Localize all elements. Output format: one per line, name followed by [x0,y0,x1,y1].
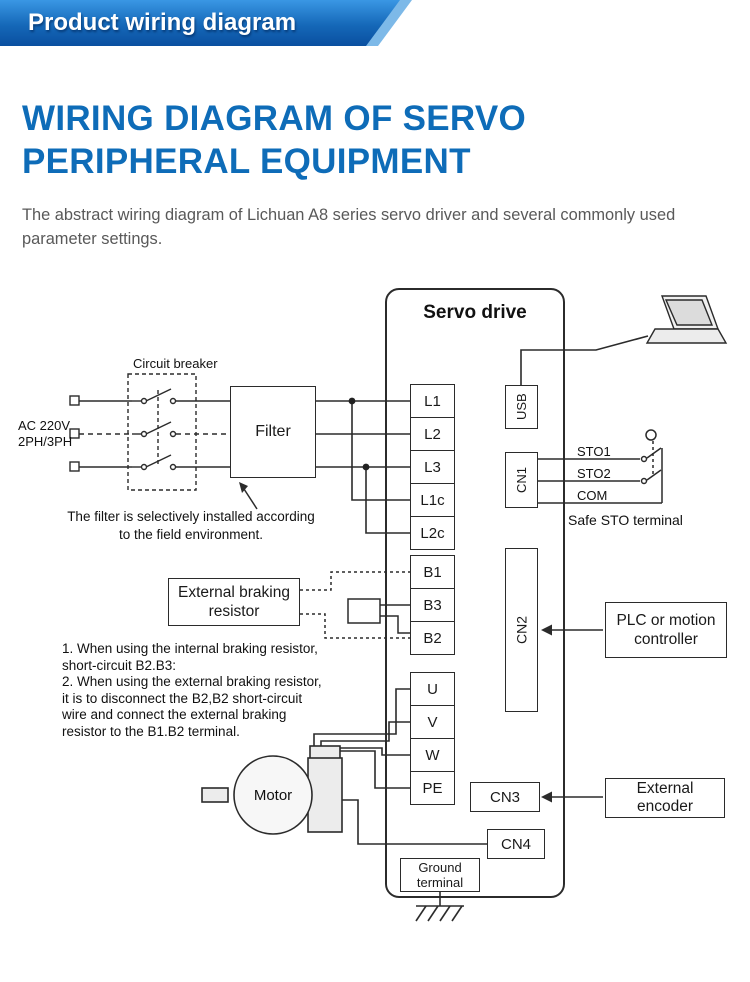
circuit-breaker-label: Circuit breaker [133,356,218,371]
terminal-u: U [410,672,455,706]
intro-text: The abstract wiring diagram of Lichuan A… [22,206,676,248]
encoder-arrow [541,791,603,803]
braking-resistor-line1: External braking [177,584,290,601]
servo-drive-title: Servo drive [423,302,527,323]
ac-supply-line2: 2PH/3PH [18,434,73,449]
sto2-label: STO2 [577,466,611,481]
ground-terminal-box: Ground terminal [400,858,480,892]
junction-dot [348,397,356,405]
terminal-l1: L1 [410,384,455,418]
cn4-connector: CN4 [487,829,545,859]
usb-connector: USB [505,385,538,429]
terminal-pe: PE [410,771,455,805]
terminal-w: W [410,738,455,772]
page-title: WIRING DIAGRAM OF SERVO PERIPHERAL EQUIP… [22,97,526,183]
note-line: resistor to the B1.B2 terminal. [62,723,240,739]
plc-box: PLC or motion controller [605,602,727,658]
note-line: 2. When using the external braking resis… [62,674,322,689]
ac-supply-label: AC 220V 2PH/3PH [18,418,72,450]
ground-line1: Ground [418,860,462,875]
page-title-line2: PERIPHERAL EQUIPMENT [22,142,471,181]
filter-note: The filter is selectively installed acco… [55,508,327,544]
com-label: COM [577,488,608,503]
encoder-box: External encoder [605,778,725,818]
encoder-line2: encoder [636,798,693,815]
junction-dot [362,463,370,471]
braking-resistor-wires [300,571,410,639]
braking-resistor-box: External braking resistor [168,578,300,626]
laptop-icon [645,295,728,344]
terminal-b2: B2 [410,621,455,655]
terminal-l1c: L1c [410,483,455,517]
terminal-b1: B1 [410,555,455,589]
encoder-line1: External [636,780,694,797]
ac-supply-line1: AC 220V [18,418,71,433]
note-line: short-circuit B2.B3: [62,657,177,673]
note-line: 1. When using the internal braking resis… [62,641,318,656]
sto-switch-wires [538,429,663,504]
motor-graphic [201,745,343,835]
filter-note-line2: to the field environment. [118,527,264,542]
motor-label: Motor [253,787,293,804]
banner: Product wiring diagram [0,0,430,46]
ground-symbol-icon [415,892,464,922]
cn3-connector: CN3 [470,782,540,812]
circuit-breaker-symbol [127,373,230,491]
ground-line2: terminal [416,875,464,890]
page-title-line1: WIRING DIAGRAM OF SERVO [22,99,527,138]
filter-note-arrow [239,482,258,510]
cn1-connector: CN1 [505,452,538,508]
filter-note-line1: The filter is selectively installed acco… [67,509,315,524]
terminal-l2c: L2c [410,516,455,550]
plc-line2: controller [634,631,698,648]
note-line: it is to disconnect the B2,B2 short-circ… [62,690,303,706]
terminal-l2: L2 [410,417,455,451]
filter-box: Filter [230,386,316,478]
plc-arrow [541,624,603,636]
terminal-b3: B3 [410,588,455,622]
ac-wires [79,400,132,468]
braking-notes: 1. When using the internal braking resis… [62,641,322,740]
terminal-l3: L3 [410,450,455,484]
safe-sto-caption: Safe STO terminal [568,512,683,528]
braking-resistor-line2: resistor [208,603,260,620]
terminal-v: V [410,705,455,739]
sto1-label: STO1 [577,444,611,459]
banner-background [0,0,400,46]
cn2-connector: CN2 [505,548,538,712]
plc-line1: PLC or motion [616,612,716,629]
usb-laptop-wire [520,335,649,385]
note-line: wire and connect the external braking [62,707,287,722]
banner-title: Product wiring diagram [28,9,297,36]
